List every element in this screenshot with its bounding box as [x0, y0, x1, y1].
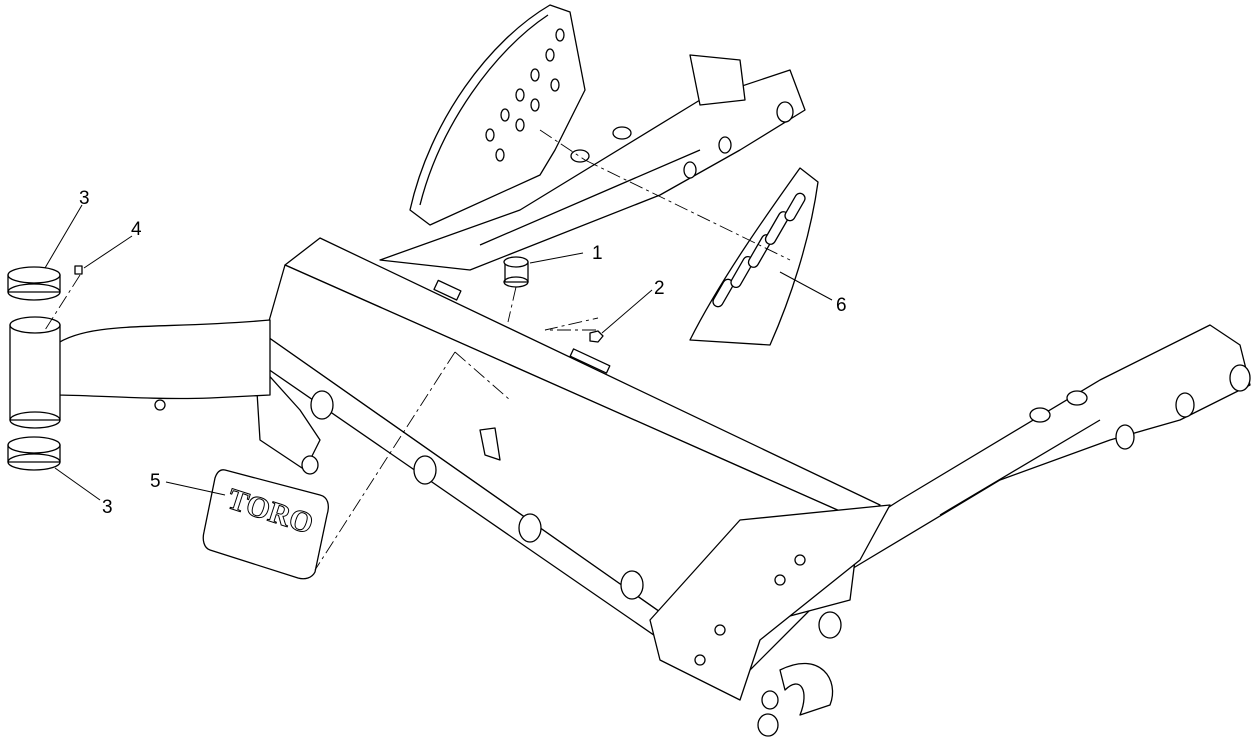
bushing-bottom	[7, 436, 61, 471]
callouts: 1 2 3 3 4 5 6	[44, 188, 847, 518]
shield-plate	[689, 167, 819, 346]
callout-3-top: 3	[79, 188, 90, 209]
callout-2: 2	[654, 278, 665, 299]
rear-plate-left	[409, 4, 586, 226]
rear-side-rail	[379, 54, 806, 271]
toro-decal: TORO	[202, 469, 329, 580]
main-cross-beam	[254, 237, 881, 661]
front-bracket	[649, 504, 891, 737]
callout-4: 4	[131, 219, 142, 240]
callout-6: 6	[836, 295, 847, 316]
callout-1: 1	[592, 243, 603, 264]
callout-5: 5	[150, 471, 161, 492]
bumper	[503, 256, 529, 288]
plate-holes	[485, 28, 565, 162]
grease-fitting	[74, 265, 83, 275]
nut	[589, 330, 604, 343]
pivot-arm	[54, 319, 271, 411]
assembly-lines	[44, 129, 791, 571]
bushing-top	[7, 266, 61, 301]
spindle-tube	[9, 316, 61, 429]
callout-3-bottom: 3	[102, 497, 113, 518]
